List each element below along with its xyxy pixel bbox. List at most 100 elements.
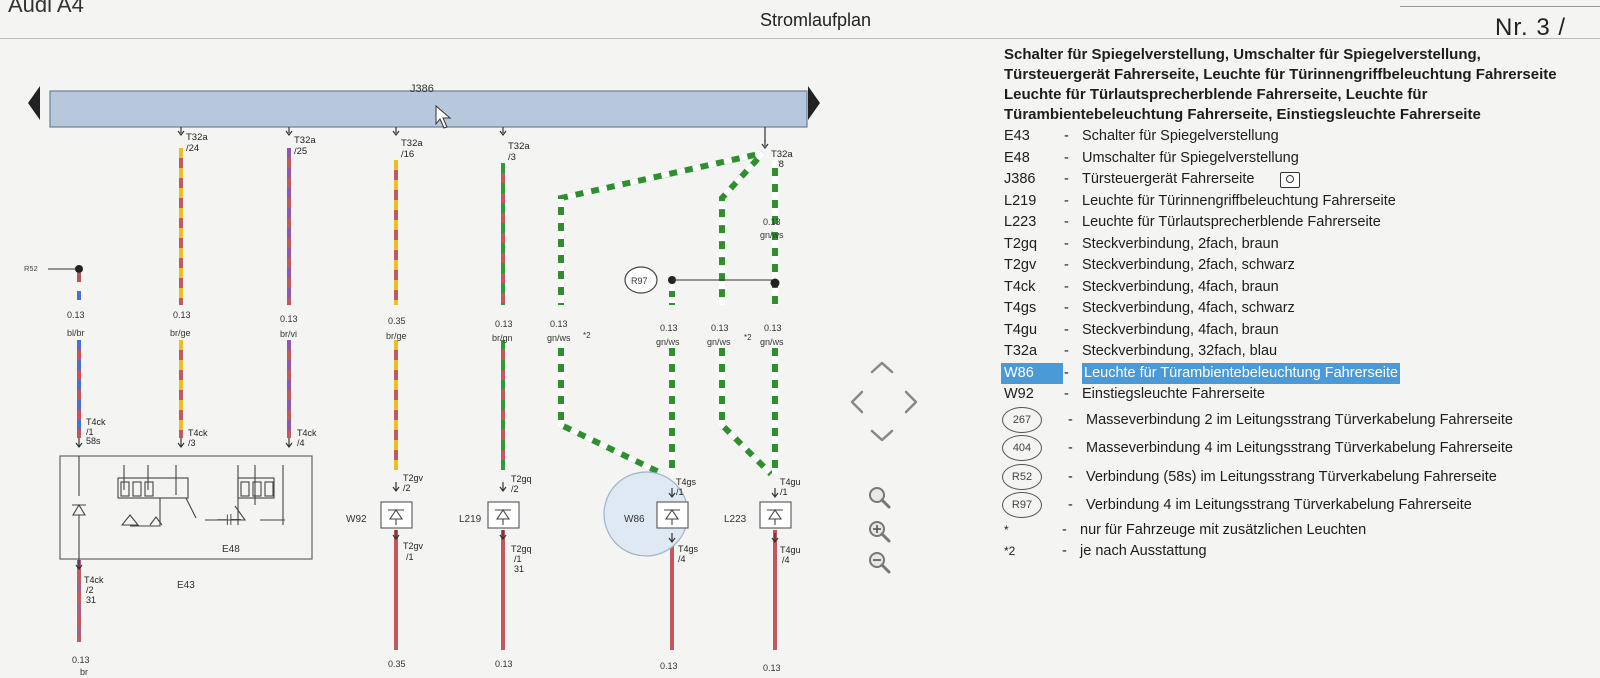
- r52-label: R52: [24, 264, 38, 273]
- legend-item-e43[interactable]: E43-Schalter für Spiegelverstellung: [1004, 126, 1600, 148]
- legend-item-l219[interactable]: L219-Leuchte für Türinnengriffbeleuchtun…: [1004, 191, 1600, 213]
- legend-heading-line: Türsteuergerät Fahrerseite, Leuchte für …: [1004, 66, 1557, 83]
- legend-item-w92[interactable]: W92-Einstiegsleuchte Fahrerseite: [1004, 384, 1600, 406]
- legend-item-e48[interactable]: E48-Umschalter für Spiegelverstellung: [1004, 148, 1600, 170]
- legend-heading: Schalter für Spiegelverstellung, Umschal…: [1004, 45, 1600, 125]
- legend-desc: Leuchte für Türlautsprecherblende Fahrer…: [1082, 214, 1381, 230]
- t2gq-bot-pin: /1: [514, 554, 522, 564]
- chevron-up-icon[interactable]: [870, 361, 894, 374]
- t2gv-top-pin: /2: [403, 483, 411, 493]
- r97-point[interactable]: [624, 266, 658, 294]
- wire-w5[interactable]: [558, 150, 764, 477]
- c2-connector-icon: [285, 127, 293, 136]
- r97-junction-dot-right: [770, 278, 780, 288]
- legend-code: T32a: [1004, 343, 1038, 359]
- legend-item-r97[interactable]: R97-Verbindung 4 im Leitungsstrang Türve…: [1002, 491, 1600, 520]
- legend-desc: Steckverbindung, 4fach, schwarz: [1082, 300, 1295, 316]
- ground-point-icon: 404: [1002, 435, 1042, 461]
- w6-color: gn/ws: [656, 337, 680, 347]
- j386-control-unit-bar[interactable]: [49, 90, 808, 128]
- c1-name: T32a: [186, 132, 208, 143]
- c2-pin: /25: [294, 146, 307, 157]
- t4ck1-pin: /1: [86, 427, 94, 437]
- w86-label: W86: [624, 514, 645, 525]
- legend-code: J386: [1004, 171, 1036, 187]
- legend-item-r52[interactable]: R52-Verbindung (58s) im Leitungsstrang T…: [1002, 463, 1600, 492]
- w4-size: 0.13: [495, 319, 513, 329]
- legend-code: W86: [1001, 362, 1063, 384]
- legend-code: E43: [1004, 128, 1030, 144]
- legend-desc: Steckverbindung, 4fach, braun: [1082, 321, 1279, 338]
- legend-item-j386[interactable]: J386 -Türsteuergerät Fahrerseite: [1004, 169, 1600, 191]
- l223-lamp[interactable]: L223: [724, 501, 792, 529]
- t4gu-bot-name: T4gu: [780, 545, 801, 555]
- c1-connector-icon: [177, 127, 185, 136]
- legend-code: T2gv: [1004, 257, 1037, 273]
- legend-dash: -: [1064, 257, 1069, 273]
- legend-dash: -: [1064, 321, 1069, 338]
- legend-dash: -: [1064, 214, 1069, 230]
- t4ck2-name: T4ck: [84, 575, 104, 585]
- w5-note: *2: [583, 331, 591, 340]
- legend-dash: -: [1064, 192, 1069, 209]
- w86-lamp-highlight[interactable]: W86: [603, 471, 689, 557]
- t4gs-bot-name: T4gs: [678, 544, 699, 554]
- prev-page-arrow-icon[interactable]: [28, 86, 40, 120]
- legend-desc: Türsteuergerät Fahrerseite: [1082, 171, 1255, 187]
- legend-item-t2gq[interactable]: T2gq -Steckverbindung, 2fach, braun: [1004, 234, 1600, 256]
- legend-desc: Steckverbindung, 2fach, braun: [1082, 235, 1279, 252]
- arrow-left-icon[interactable]: [850, 390, 864, 414]
- legend-item-267[interactable]: 267-Masseverbindung 2 im Leitungsstrang …: [1002, 406, 1600, 435]
- note-desc: nur für Fahrzeuge mit zusätzlichen Leuch…: [1080, 521, 1367, 538]
- legend-heading-line: Leuchte für Türlautsprecherblende Fahrer…: [1004, 86, 1428, 103]
- legend-code: T4gs: [1004, 300, 1037, 316]
- legend-code: E48: [1004, 149, 1030, 166]
- legend-code: T2gq: [1004, 235, 1038, 252]
- legend-item-t4gs[interactable]: T4gs-Steckverbindung, 4fach, schwarz: [1004, 298, 1600, 320]
- legend-item-t2gv[interactable]: T2gv -Steckverbindung, 2fach, schwarz: [1004, 255, 1600, 277]
- c4-name: T32a: [508, 141, 530, 152]
- connection-point-icon: R52: [1002, 463, 1042, 490]
- legend-item-404[interactable]: 404-Masseverbindung 4 im Leitungsstrang …: [1002, 434, 1600, 463]
- legend-item-t32a[interactable]: T32a-Steckverbindung, 32fach, blau: [1004, 341, 1600, 363]
- legend-dash: -: [1064, 128, 1069, 144]
- bottom-size-3: 0.35: [388, 659, 406, 669]
- c1-pin: /24: [186, 143, 199, 154]
- legend-dash: -: [1064, 235, 1069, 252]
- legend-item-t4ck[interactable]: T4ck-Steckverbindung, 4fach, braun: [1004, 277, 1600, 299]
- mirror-switch-block[interactable]: ⊣⊢ E48 E43: [59, 455, 313, 591]
- t4gs-top-name: T4gs: [676, 477, 697, 487]
- bottom-size-6: 0.13: [660, 661, 678, 671]
- t4ck1-name: T4ck: [86, 417, 106, 427]
- legend-item-l223[interactable]: L223-Leuchte für Türlautsprecherblende F…: [1004, 212, 1600, 234]
- w2-color: br/vi: [280, 329, 297, 339]
- legend-code: T4ck: [1004, 278, 1036, 295]
- w92-lamp[interactable]: W92: [346, 501, 413, 529]
- legend-item-w86-selected[interactable]: W86-Leuchte für Türambientebeleuchtung F…: [1001, 362, 1600, 384]
- l219-label: L219: [459, 514, 482, 525]
- legend-item-t4gu[interactable]: T4gu-Steckverbindung, 4fach, braun: [1004, 320, 1600, 342]
- wire-w7[interactable]: [719, 150, 774, 477]
- arrow-right-icon[interactable]: [904, 390, 918, 414]
- legend-desc: Leuchte für Türambientebeleuchtung Fahre…: [1082, 362, 1401, 384]
- w9-size: 0.13: [764, 323, 782, 333]
- c3-connector-icon: [392, 127, 400, 136]
- legend-note: *-nur für Fahrzeuge mit zusätzlichen Leu…: [1004, 520, 1600, 541]
- zoom-in-icon[interactable]: [869, 521, 891, 543]
- l223-label: L223: [724, 514, 747, 525]
- zoom-out-icon[interactable]: [869, 552, 891, 574]
- zoom-fit-icon[interactable]: [869, 487, 891, 509]
- c4-connector-icon: [499, 127, 507, 136]
- legend-dash: -: [1062, 542, 1067, 559]
- camera-icon[interactable]: [1280, 172, 1300, 188]
- legend-heading-line: Türambientebeleuchtung Fahrerseite, Eins…: [1004, 106, 1481, 123]
- next-page-arrow-icon[interactable]: [808, 86, 820, 120]
- legend-dash: -: [1064, 364, 1069, 381]
- chevron-down-icon[interactable]: [870, 429, 894, 442]
- legend-dash: -: [1064, 171, 1069, 187]
- mouse-pointer-icon: [435, 104, 452, 129]
- l219-lamp[interactable]: L219: [459, 501, 520, 529]
- legend-desc: Steckverbindung, 2fach, schwarz: [1082, 257, 1295, 273]
- w92-label: W92: [346, 514, 367, 525]
- legend-desc: Verbindung 4 im Leitungsstrang Türverkab…: [1086, 497, 1472, 513]
